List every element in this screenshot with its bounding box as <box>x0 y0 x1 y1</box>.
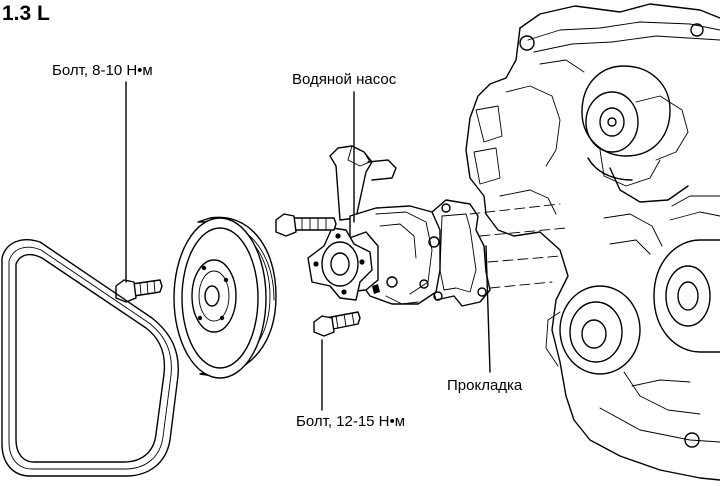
water-pump-pulley <box>173 216 277 379</box>
label-pump-bolt: Болт, 12-15 Н•м <box>296 413 406 430</box>
engine-block <box>465 3 720 481</box>
label-gasket: Прокладка <box>447 377 523 394</box>
pump-bolt-upper <box>275 213 337 237</box>
page-title: 1.3 L <box>2 2 50 25</box>
leader-lines <box>125 81 491 411</box>
drive-belt <box>1 239 179 477</box>
label-water-pump: Водяной насос <box>292 71 397 88</box>
pump-bolt-lower <box>313 311 361 337</box>
water-pump <box>307 145 441 305</box>
pulley-bolt <box>115 279 163 303</box>
label-pulley-bolt: Болт, 8-10 Н•м <box>52 62 153 79</box>
gasket <box>429 199 491 307</box>
